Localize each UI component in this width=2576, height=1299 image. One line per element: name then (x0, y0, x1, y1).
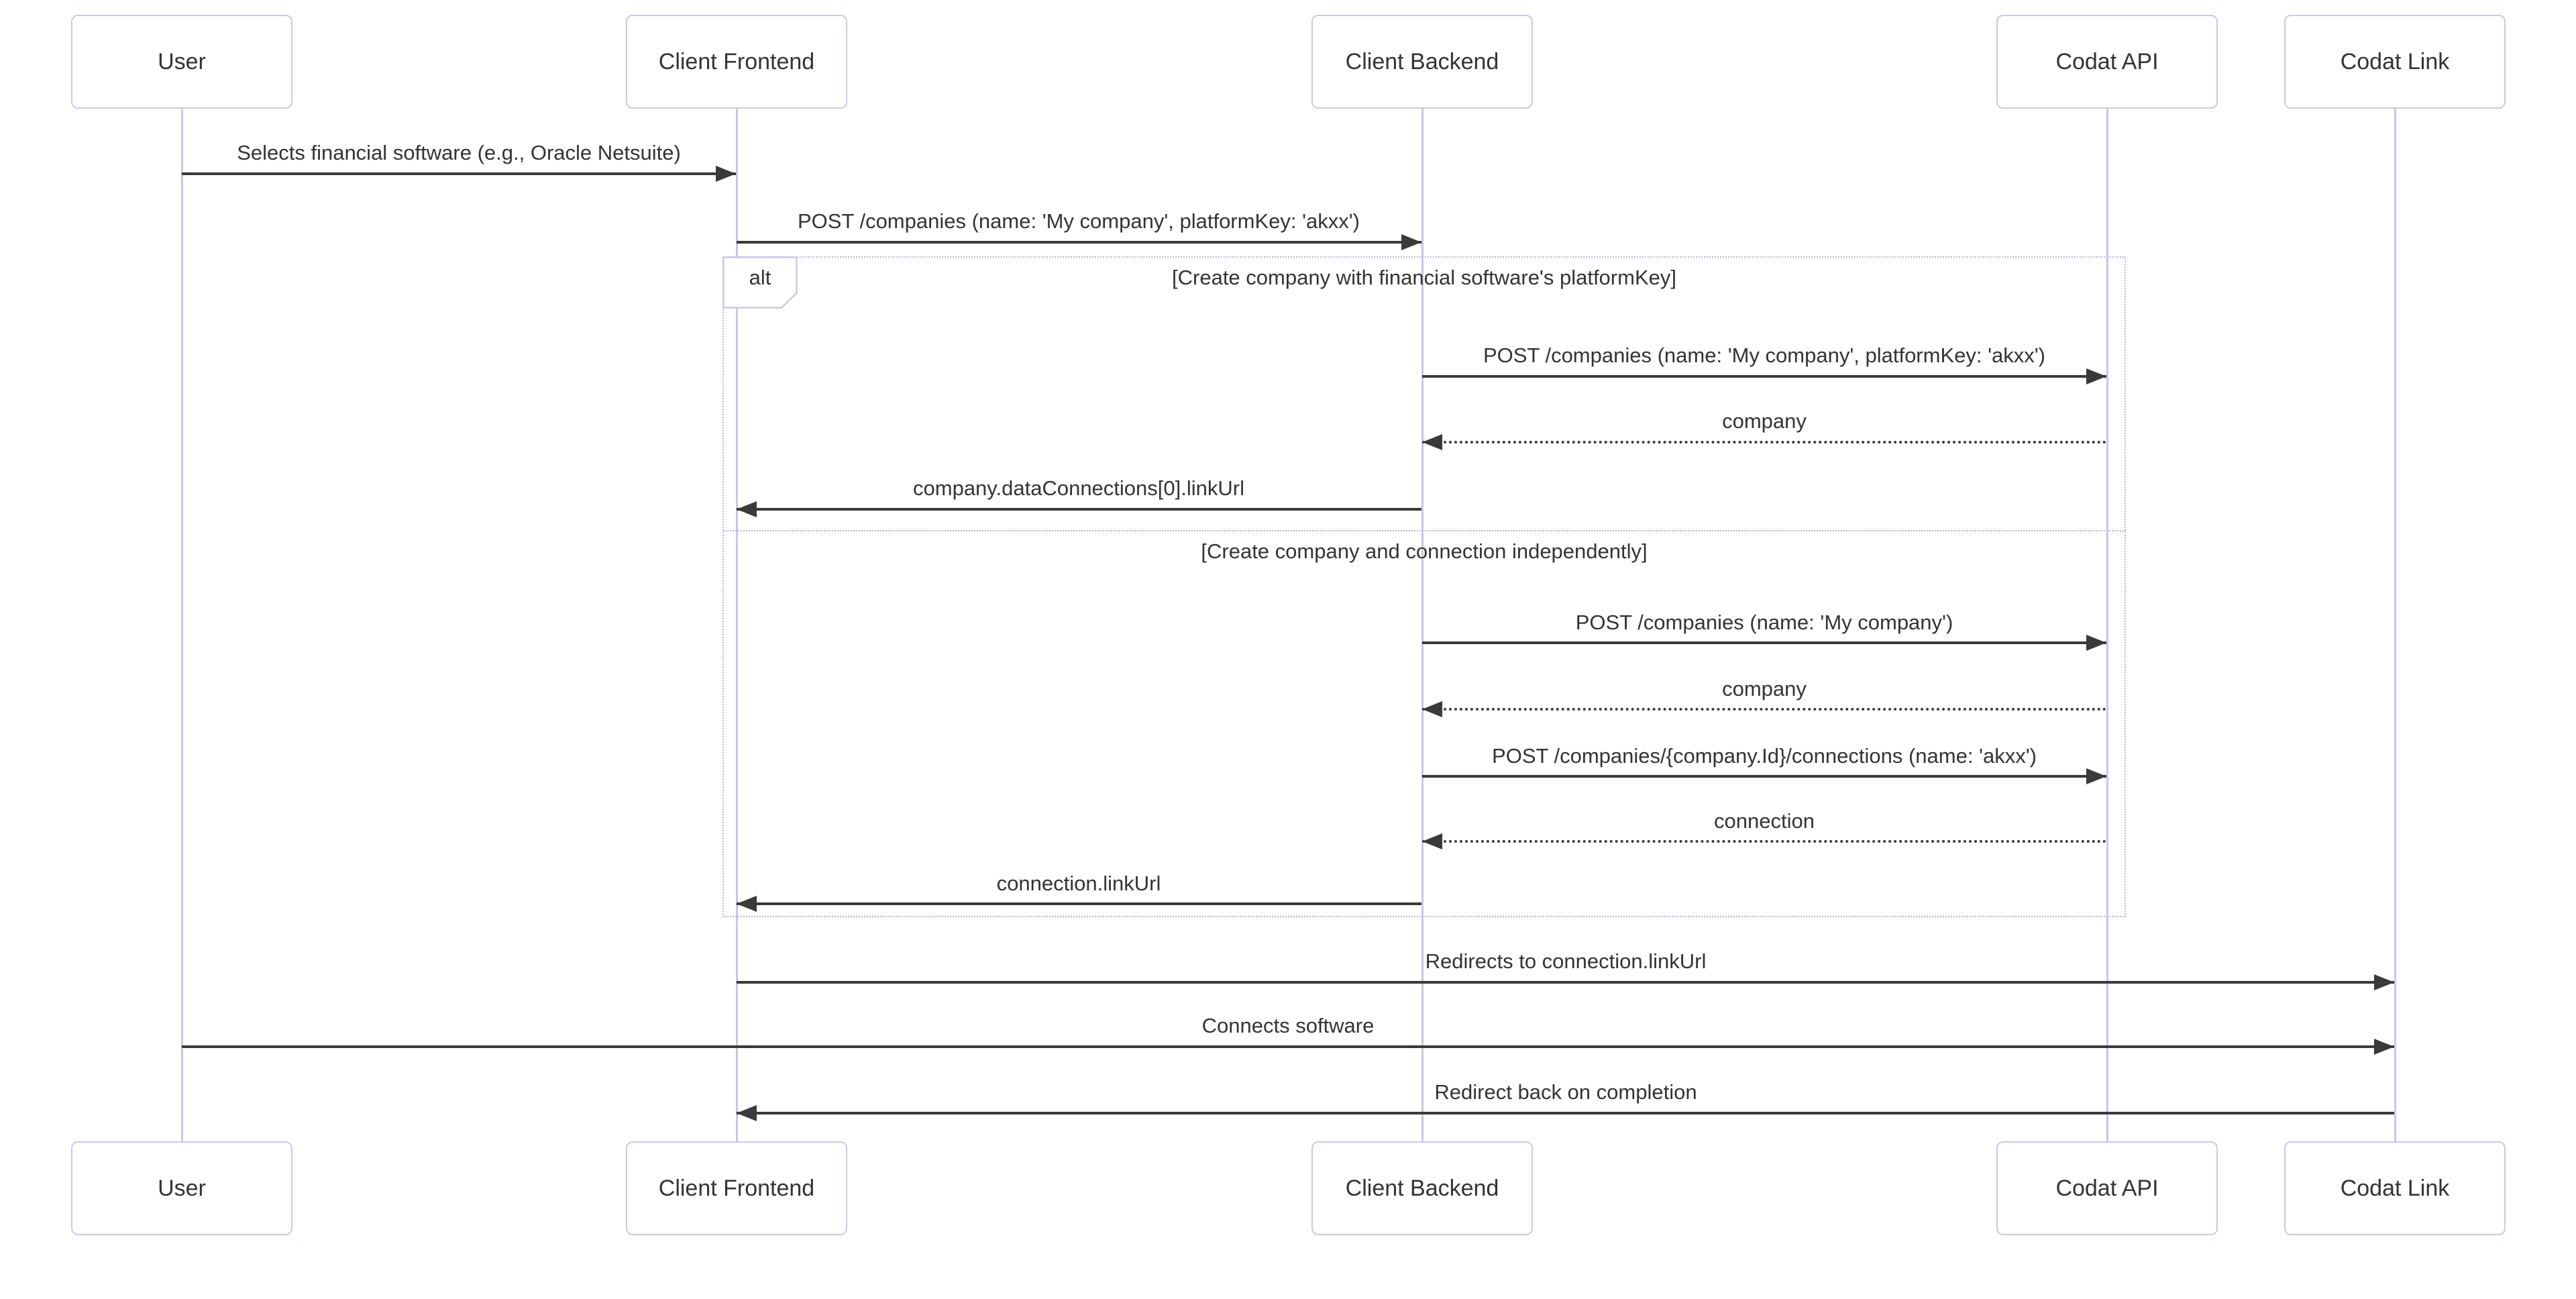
actor-top-codat-link: Codat Link (2284, 15, 2506, 109)
message-line (1422, 441, 2106, 444)
message-line (737, 241, 1421, 244)
arrowhead-right-icon (2086, 768, 2106, 784)
lifeline-codat-link (2394, 107, 2396, 1143)
message-line (1422, 375, 2106, 378)
arrowhead-left-icon (737, 1105, 757, 1121)
actor-label: User (158, 48, 206, 74)
message-label: connection (1714, 809, 1815, 833)
message-label: Redirect back on completion (1434, 1080, 1697, 1104)
actor-top-user: User (71, 15, 292, 109)
actor-label: Codat API (2055, 48, 2159, 74)
message-label: company (1722, 409, 1807, 433)
message-line (737, 1112, 2394, 1114)
alt-condition-1: [Create company with financial software'… (1172, 266, 1676, 289)
actor-bottom-client-backend: Client Backend (1311, 1141, 1533, 1235)
message-label: POST /companies/{company.Id}/connections… (1492, 744, 2037, 768)
message-label: POST /companies (name: 'My company', pla… (1483, 344, 2045, 367)
arrowhead-right-icon (2086, 368, 2106, 384)
message-line (737, 902, 1421, 905)
actor-label: Client Backend (1345, 48, 1499, 74)
lifeline-codat-api (2106, 107, 2108, 1143)
message-line (182, 172, 736, 175)
actor-bottom-codat-api: Codat API (1996, 1141, 2218, 1235)
actor-label: Client Backend (1345, 1175, 1499, 1201)
alt-condition-2: [Create company and connection independe… (1201, 539, 1648, 563)
message-label: Selects financial software (e.g., Oracle… (237, 141, 681, 164)
message-label: Redirects to connection.linkUrl (1425, 949, 1707, 973)
actor-top-client-backend: Client Backend (1311, 15, 1533, 109)
actor-top-client-frontend: Client Frontend (626, 15, 847, 109)
arrowhead-right-icon (1401, 234, 1421, 250)
arrowhead-right-icon (716, 166, 736, 182)
message-line (1422, 641, 2106, 644)
arrowhead-right-icon (2086, 635, 2106, 651)
alt-fragment-divider (722, 530, 2126, 531)
arrowhead-left-icon (737, 896, 757, 912)
actor-label: Client Frontend (658, 1175, 815, 1201)
message-line (1422, 708, 2106, 711)
message-label: company (1722, 677, 1807, 700)
arrowhead-left-icon (737, 501, 757, 517)
message-line (182, 1045, 2394, 1048)
alt-operator-label: alt (722, 256, 798, 309)
actor-label: Codat Link (2340, 48, 2450, 74)
alt-operator-text: alt (749, 266, 771, 289)
arrowhead-right-icon (2374, 1039, 2394, 1055)
actor-bottom-user: User (71, 1141, 292, 1235)
arrowhead-left-icon (1422, 434, 1442, 450)
message-label: connection.linkUrl (996, 872, 1161, 895)
lifeline-client-frontend (736, 107, 738, 1143)
actor-bottom-codat-link: Codat Link (2284, 1141, 2506, 1235)
message-label: Connects software (1201, 1014, 1375, 1037)
actor-label: Client Frontend (658, 48, 815, 74)
actor-top-codat-api: Codat API (1996, 15, 2218, 109)
message-label: POST /companies (name: 'My company', pla… (798, 209, 1360, 233)
actor-label: User (158, 1175, 206, 1201)
message-label: POST /companies (name: 'My company') (1575, 611, 1953, 634)
message-line (1422, 775, 2106, 778)
actor-bottom-client-frontend: Client Frontend (626, 1141, 847, 1235)
actor-label: Codat Link (2340, 1175, 2450, 1201)
alt-label-shape (722, 256, 798, 309)
message-line (1422, 840, 2106, 843)
message-label: company.dataConnections[0].linkUrl (913, 476, 1244, 500)
lifeline-user (181, 107, 183, 1143)
arrowhead-left-icon (1422, 701, 1442, 717)
alt-fragment-frame (722, 256, 2126, 917)
actor-label: Codat API (2055, 1175, 2159, 1201)
arrowhead-right-icon (2374, 974, 2394, 990)
message-line (737, 508, 1421, 511)
lifeline-client-backend (1421, 107, 1424, 1143)
message-line (737, 981, 2394, 984)
arrowhead-left-icon (1422, 833, 1442, 849)
